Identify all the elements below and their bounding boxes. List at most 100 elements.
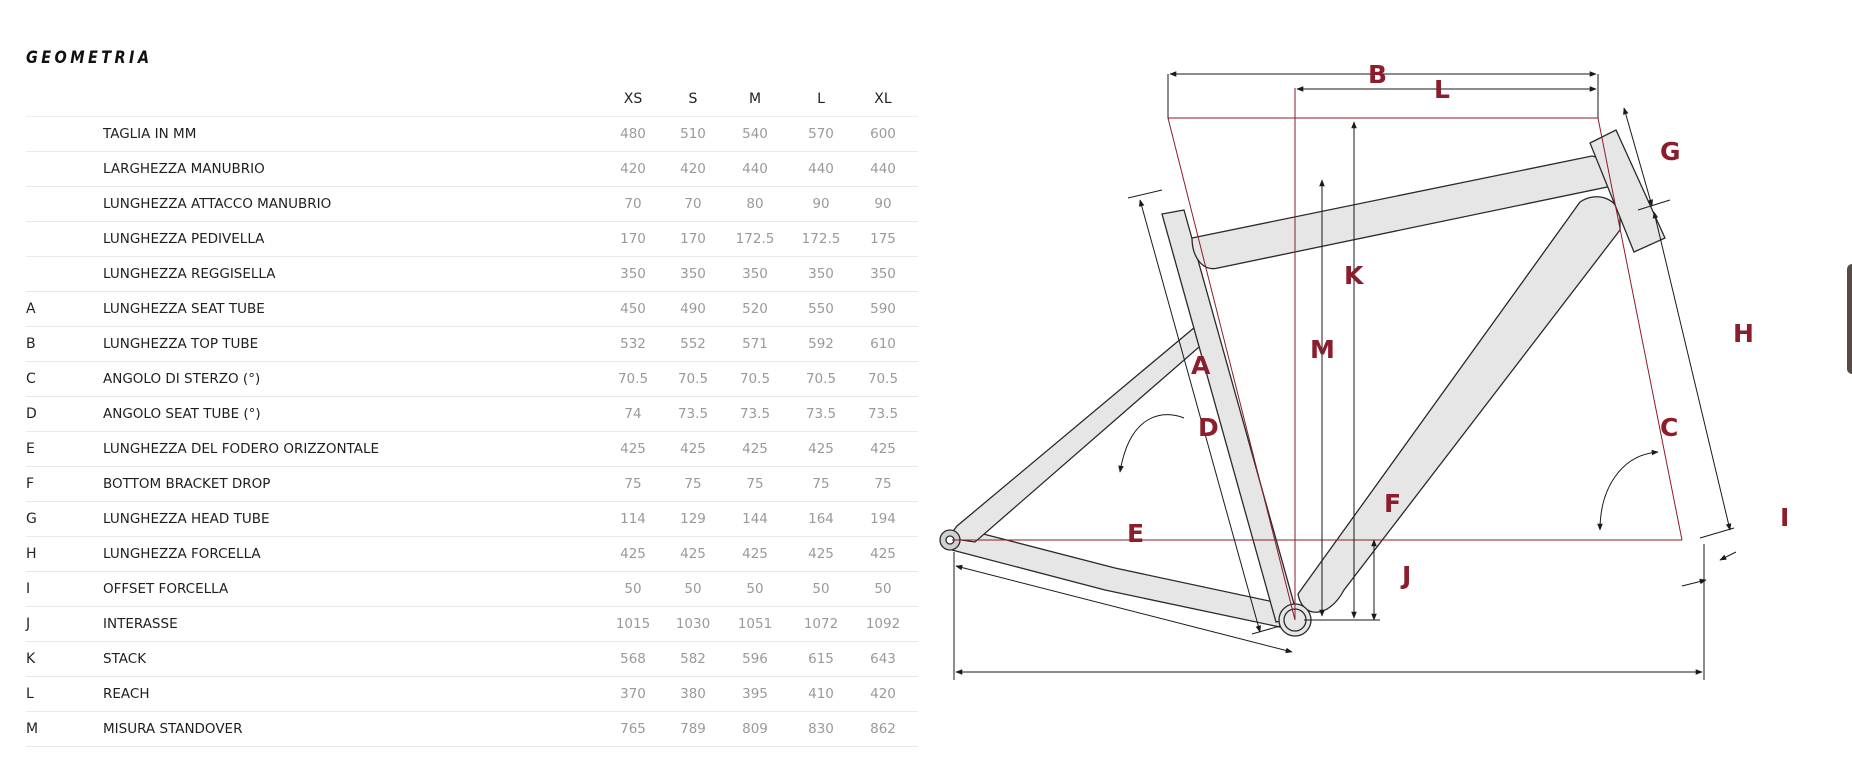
row-label: LUNGHEZZA DEL FODERO ORIZZONTALE — [103, 441, 380, 457]
table-row: G LUNGHEZZA HEAD TUBE 114 129 144 164 19… — [26, 502, 918, 537]
table-row: H LUNGHEZZA FORCELLA 425 425 425 425 425 — [26, 537, 918, 572]
seat-tube — [1161, 209, 1299, 623]
size-header-m: M — [748, 91, 762, 107]
value-xs: 532 — [620, 336, 646, 352]
value-xs: 75 — [624, 476, 642, 492]
value-l: 592 — [808, 336, 834, 352]
row-label: ANGOLO SEAT TUBE (°) — [103, 406, 261, 422]
value-l: 550 — [808, 301, 834, 317]
value-m: 350 — [742, 266, 768, 282]
row-label: STACK — [103, 651, 147, 667]
dim-letter-m: M — [1310, 335, 1335, 364]
value-xs: 50 — [624, 581, 642, 597]
row-label: LUNGHEZZA SEAT TUBE — [103, 301, 265, 317]
table-row: L REACH 370 380 395 410 420 — [26, 677, 918, 712]
value-s: 70 — [684, 196, 702, 212]
value-m: 144 — [742, 511, 768, 527]
value-l: 73.5 — [805, 406, 837, 422]
value-m: 520 — [742, 301, 768, 317]
dim-letter-g: G — [1660, 137, 1681, 166]
value-m: 80 — [746, 196, 764, 212]
value-xs: 370 — [620, 686, 646, 702]
value-xl: 75 — [874, 476, 892, 492]
value-xs: 74 — [624, 406, 642, 422]
value-s: 73.5 — [677, 406, 709, 422]
table-row: A LUNGHEZZA SEAT TUBE 450 490 520 550 59… — [26, 292, 918, 327]
value-l: 50 — [812, 581, 830, 597]
value-l: 615 — [808, 651, 834, 667]
dim-letter-l: L — [1434, 75, 1450, 104]
value-s: 50 — [684, 581, 702, 597]
value-m: 425 — [742, 546, 768, 562]
dim-letter-i: I — [1780, 503, 1789, 532]
value-xs: 170 — [620, 231, 646, 247]
value-m: 50 — [746, 581, 764, 597]
value-xl: 175 — [870, 231, 896, 247]
value-l: 164 — [808, 511, 834, 527]
row-letter: J — [26, 616, 31, 632]
row-letter: G — [26, 511, 37, 527]
value-xl: 194 — [870, 511, 896, 527]
dimension-lines — [953, 71, 1737, 680]
geometry-table: XS S M L XL TAGLIA IN MM 480 510 540 570… — [26, 82, 918, 747]
value-s: 129 — [680, 511, 706, 527]
value-s: 425 — [680, 441, 706, 457]
value-l: 90 — [812, 196, 830, 212]
row-letter: H — [26, 546, 37, 562]
row-letter: F — [26, 476, 35, 492]
value-m: 596 — [742, 651, 768, 667]
value-l: 830 — [808, 721, 834, 737]
value-s: 789 — [680, 721, 706, 737]
table-row: B LUNGHEZZA TOP TUBE 532 552 571 592 610 — [26, 327, 918, 362]
row-letter: A — [26, 301, 36, 317]
value-xl: 1092 — [865, 616, 901, 632]
value-xl: 440 — [870, 161, 896, 177]
page-title: GEOMETRIA — [26, 48, 153, 68]
row-letter: M — [26, 721, 39, 737]
row-label: LUNGHEZZA FORCELLA — [103, 546, 261, 562]
value-l: 425 — [808, 546, 834, 562]
value-m: 571 — [742, 336, 768, 352]
size-header-l: L — [817, 91, 825, 107]
value-xl: 600 — [870, 126, 896, 142]
value-m: 1051 — [737, 616, 773, 632]
value-xs: 568 — [620, 651, 646, 667]
row-label: BOTTOM BRACKET DROP — [103, 476, 271, 492]
value-xs: 425 — [620, 546, 646, 562]
table-row: TAGLIA IN MM 480 510 540 570 600 — [26, 117, 918, 152]
value-m: 395 — [742, 686, 768, 702]
value-l: 1072 — [803, 616, 839, 632]
table-header-row: XS S M L XL — [26, 82, 918, 117]
table-row: D ANGOLO SEAT TUBE (°) 74 73.5 73.5 73.5… — [26, 397, 918, 432]
side-tab-handle[interactable] — [1847, 264, 1852, 374]
value-s: 582 — [680, 651, 706, 667]
row-label: LUNGHEZZA ATTACCO MANUBRIO — [103, 196, 332, 212]
value-xl: 590 — [870, 301, 896, 317]
size-header-xl: XL — [874, 91, 892, 107]
value-s: 350 — [680, 266, 706, 282]
value-xs: 450 — [620, 301, 646, 317]
value-l: 350 — [808, 266, 834, 282]
table-row: E LUNGHEZZA DEL FODERO ORIZZONTALE 425 4… — [26, 432, 918, 467]
dim-letter-e: E — [1127, 519, 1144, 548]
row-label: REACH — [103, 686, 150, 702]
value-s: 170 — [680, 231, 706, 247]
dim-letter-f: F — [1384, 489, 1401, 518]
value-m: 70.5 — [739, 371, 771, 387]
value-xs: 1015 — [615, 616, 651, 632]
dim-letter-h: H — [1733, 319, 1754, 348]
value-m: 425 — [742, 441, 768, 457]
value-l: 172.5 — [801, 231, 841, 247]
table-row: F BOTTOM BRACKET DROP 75 75 75 75 75 — [26, 467, 918, 502]
value-s: 75 — [684, 476, 702, 492]
row-label: LUNGHEZZA REGGISELLA — [103, 266, 276, 282]
table-row: K STACK 568 582 596 615 643 — [26, 642, 918, 677]
row-label: MISURA STANDOVER — [103, 721, 243, 737]
value-xl: 425 — [870, 441, 896, 457]
dim-letter-c: C — [1660, 413, 1678, 442]
value-xl: 350 — [870, 266, 896, 282]
size-header-s: S — [688, 91, 698, 107]
table-row: LARGHEZZA MANUBRIO 420 420 440 440 440 — [26, 152, 918, 187]
value-xl: 610 — [870, 336, 896, 352]
value-m: 809 — [742, 721, 768, 737]
